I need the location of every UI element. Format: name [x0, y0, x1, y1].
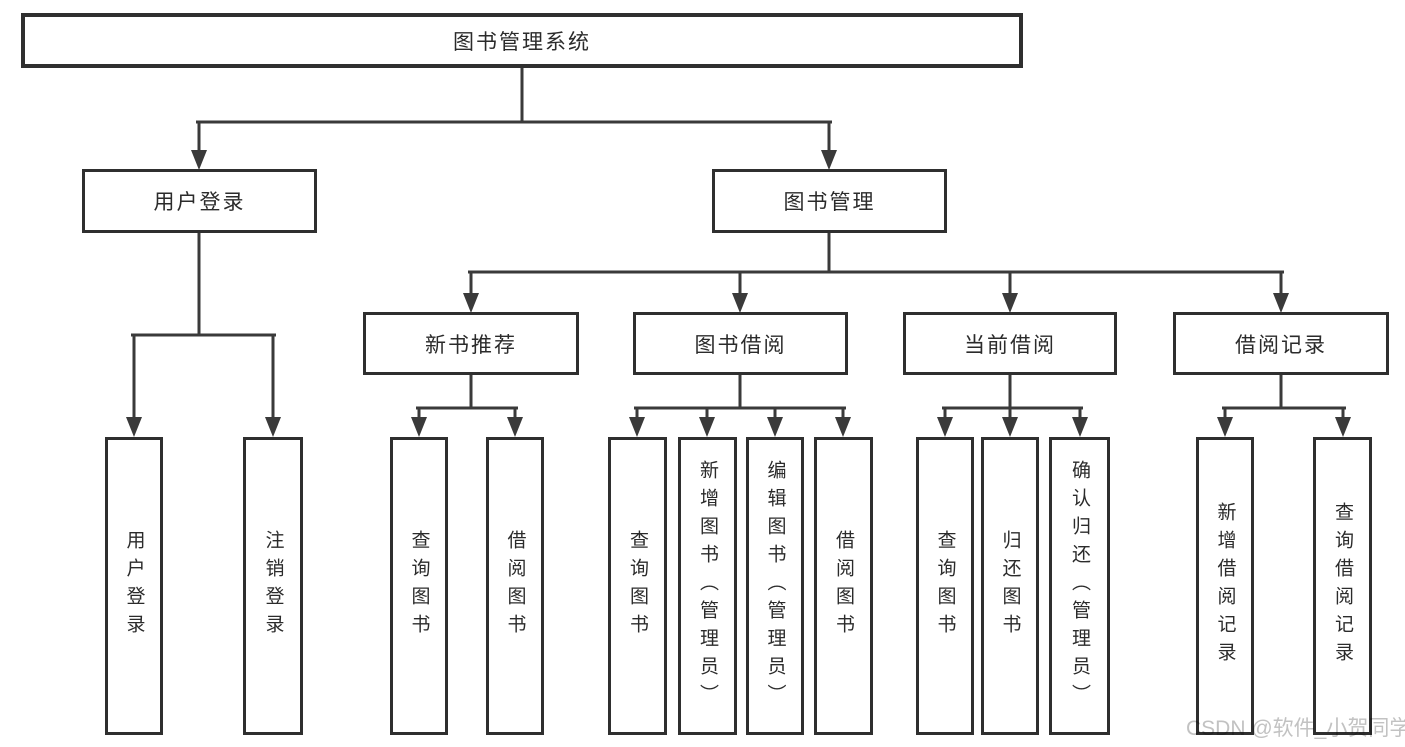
- leaf-cb-confirm-return-admin-label: 确认归还（管理员）: [1069, 460, 1090, 712]
- leaf-bb-edit-books-admin: 编辑图书（管理员）: [746, 437, 804, 735]
- leaf-br-add-borrow-record-label: 新增借阅记录: [1214, 502, 1236, 670]
- leaf-bb-query-books: 查询图书: [608, 437, 667, 735]
- section-current-borrowing-label: 当前借阅: [964, 333, 1056, 357]
- section-new-book-recommend-label: 新书推荐: [425, 333, 517, 357]
- leaf-bb-edit-books-admin-label: 编辑图书（管理员）: [764, 460, 786, 712]
- leaf-br-query-borrow-record: 查询借阅记录: [1313, 437, 1372, 735]
- watermark-text: CSDN @软件_小贺同学: [1186, 717, 1405, 740]
- leaf-cb-query-books-label: 查询图书: [934, 530, 956, 642]
- leaf-logout-login-label: 注销登录: [262, 530, 284, 642]
- section-current-borrowing: 当前借阅: [903, 312, 1117, 375]
- branch-user-login-label: 用户登录: [153, 191, 246, 214]
- branch-user-login: 用户登录: [82, 169, 317, 233]
- leaf-bb-query-books-label: 查询图书: [627, 530, 648, 642]
- branch-book-management: 图书管理: [712, 169, 947, 233]
- section-new-book-recommend: 新书推荐: [363, 312, 579, 375]
- leaf-bb-borrow-books: 借阅图书: [814, 437, 873, 735]
- leaf-nbr-query-books: 查询图书: [390, 437, 448, 735]
- leaf-nbr-query-books-label: 查询图书: [408, 530, 430, 642]
- node-root-label: 图书管理系统: [453, 30, 591, 54]
- leaf-nbr-borrow-books: 借阅图书: [486, 437, 544, 735]
- leaf-bb-add-books-admin: 新增图书（管理员）: [678, 437, 737, 735]
- section-borrow-records: 借阅记录: [1173, 312, 1389, 375]
- leaf-cb-return-books: 归还图书: [981, 437, 1039, 735]
- leaf-bb-borrow-books-label: 借阅图书: [833, 530, 854, 642]
- node-root: 图书管理系统: [21, 13, 1023, 68]
- leaf-user-login: 用户登录: [105, 437, 163, 735]
- leaf-cb-confirm-return-admin: 确认归还（管理员）: [1049, 437, 1110, 735]
- leaf-bb-add-books-admin-label: 新增图书（管理员）: [697, 460, 718, 712]
- leaf-user-login-label: 用户登录: [123, 530, 145, 642]
- leaf-logout-login: 注销登录: [243, 437, 303, 735]
- section-book-borrowing-label: 图书借阅: [694, 333, 787, 357]
- section-book-borrowing: 图书借阅: [633, 312, 848, 375]
- section-borrow-records-label: 借阅记录: [1235, 333, 1327, 357]
- leaf-cb-query-books: 查询图书: [916, 437, 974, 735]
- leaf-cb-return-books-label: 归还图书: [999, 530, 1021, 642]
- branch-book-management-label: 图书管理: [783, 191, 876, 214]
- leaf-br-add-borrow-record: 新增借阅记录: [1196, 437, 1254, 735]
- leaf-br-query-borrow-record-label: 查询借阅记录: [1332, 502, 1353, 670]
- leaf-nbr-borrow-books-label: 借阅图书: [504, 530, 526, 642]
